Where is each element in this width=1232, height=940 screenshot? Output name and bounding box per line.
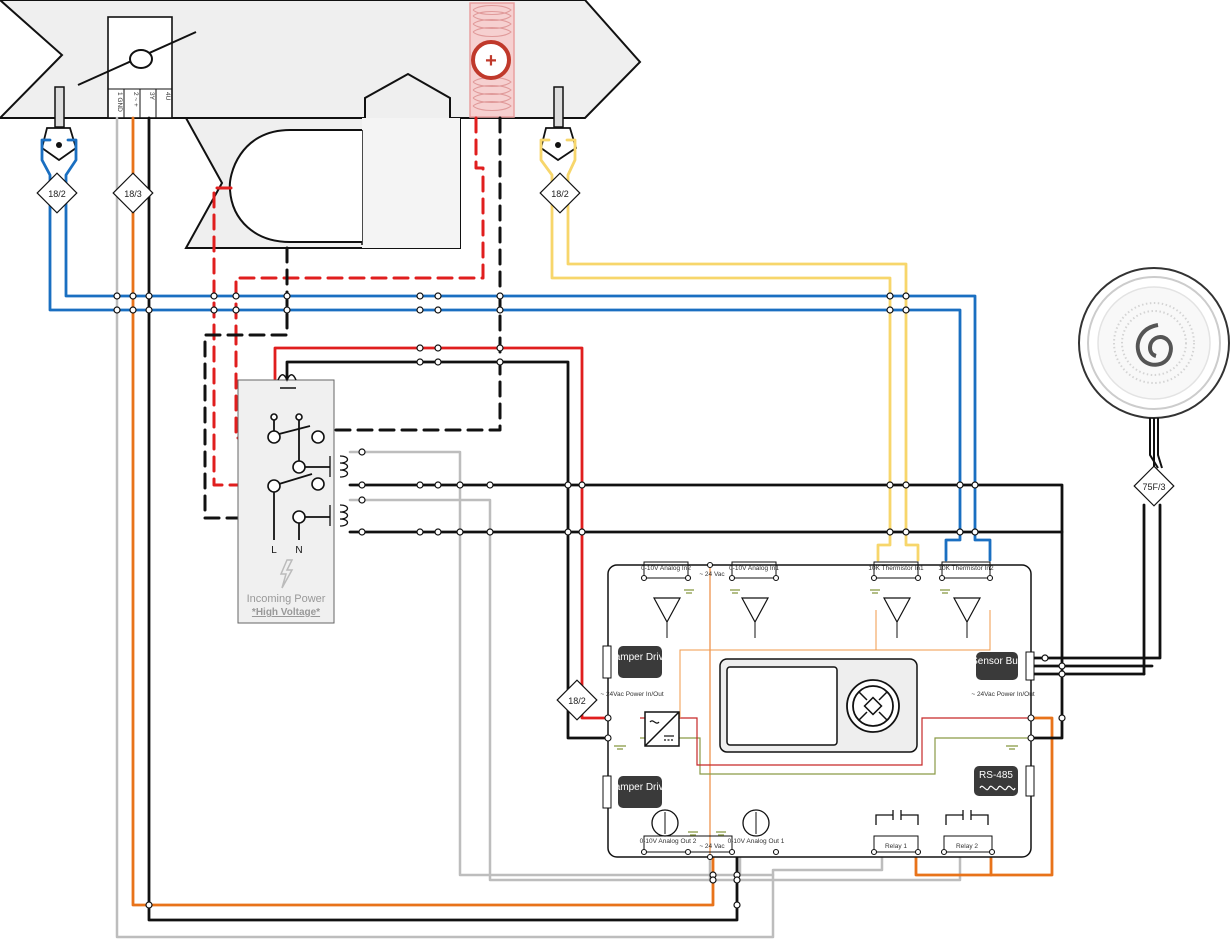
dpad-icon bbox=[846, 679, 900, 733]
rs485-label: RS-485 bbox=[979, 770, 1013, 781]
incoming-power-box: L N Incoming Power *High Voltage* bbox=[237, 374, 335, 624]
display-screen bbox=[726, 666, 838, 746]
cable-tag-left: 18/2 bbox=[36, 172, 78, 214]
actuator-terminal-3: 3Y bbox=[148, 92, 155, 101]
supply-label-bottom: ~ 24 Vac bbox=[699, 843, 725, 850]
analog-in2-label: 0-10V Analog In2 bbox=[641, 565, 691, 572]
supply-label-top: ~ 24 Vac bbox=[699, 571, 725, 578]
black-wires bbox=[147, 116, 1162, 922]
damper-driver-1 bbox=[618, 646, 662, 678]
heater-symbol: + bbox=[485, 50, 497, 72]
power-left-label: ~ 24Vac Power In/Out bbox=[600, 691, 663, 698]
heater-plus-icon bbox=[471, 40, 511, 80]
blower-housing bbox=[184, 72, 461, 249]
svg-text:18/3: 18/3 bbox=[124, 189, 142, 199]
svg-text:18/2: 18/2 bbox=[48, 189, 66, 199]
electric-heater: + bbox=[469, 2, 515, 118]
analog-in1-label: 0-10V Analog In1 bbox=[729, 565, 779, 572]
cable-tag-room-sensor: 75F/3 bbox=[1133, 465, 1175, 507]
neutral-label: N bbox=[295, 545, 302, 556]
cable-tag-actuator: 18/3 bbox=[112, 172, 154, 214]
high-voltage-wires bbox=[203, 116, 502, 520]
actuator-terminal-4: 4U bbox=[164, 92, 171, 101]
damper-actuator: 1 GND 2 ~ + 3Y 4U bbox=[77, 16, 197, 119]
svg-text:18/2: 18/2 bbox=[551, 189, 569, 199]
wire-crossovers bbox=[113, 292, 1066, 909]
lightning-icon bbox=[279, 559, 294, 589]
sensor-bus-port bbox=[976, 652, 1018, 680]
thermistor-in1-label: 10K Thermistor In1 bbox=[868, 565, 924, 572]
damper-driver-1-label: Damper Driver bbox=[607, 652, 673, 663]
duct bbox=[0, 0, 642, 119]
relay-coils bbox=[329, 455, 349, 527]
red-wires bbox=[273, 346, 612, 720]
controller-board: 0-10V Analog In2 0-10V Analog In1 10K Th… bbox=[600, 561, 1035, 861]
relay-2-label: Relay 2 bbox=[956, 843, 978, 850]
incoming-power-title: Incoming Power bbox=[247, 593, 326, 605]
line-label: L bbox=[271, 545, 277, 556]
grey-wires bbox=[115, 116, 962, 939]
sensor-logo-icon bbox=[1135, 323, 1173, 367]
right-duct-sensor bbox=[539, 86, 578, 162]
yellow-wires bbox=[539, 138, 920, 562]
actuator-terminal-1: 1 GND bbox=[116, 92, 123, 112]
actuator-terminal-2: 2 ~ + bbox=[132, 92, 139, 107]
damper-driver-2 bbox=[618, 776, 662, 808]
cable-tag-controller-power: 18/2 bbox=[556, 679, 598, 721]
svg-text:18/2: 18/2 bbox=[568, 696, 586, 706]
power-right-label: ~ 24Vac Power In/Out bbox=[971, 691, 1034, 698]
high-voltage-warning: *High Voltage* bbox=[252, 607, 320, 618]
damper-shaft-icon bbox=[129, 49, 153, 69]
room-sensor bbox=[1078, 267, 1230, 469]
damper-driver-2-label: Damper Driver bbox=[607, 782, 673, 793]
cable-tag-right: 18/2 bbox=[539, 172, 581, 214]
thermistor-in2-label: 10K Thermistor In2 bbox=[938, 565, 994, 572]
analog-out-2-label: 0-10V Analog Out 2 bbox=[640, 838, 697, 845]
relay-1-label: Relay 1 bbox=[885, 843, 907, 850]
svg-text:75F/3: 75F/3 bbox=[1142, 482, 1165, 492]
blue-wires bbox=[40, 138, 992, 562]
sensor-bus-label: Sensor Bus bbox=[971, 656, 1023, 667]
analog-out-1-label: 0-10V Analog Out 1 bbox=[728, 838, 785, 845]
